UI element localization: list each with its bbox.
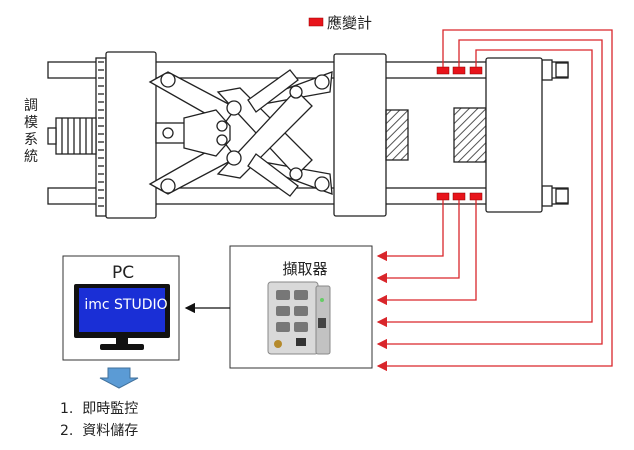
output-arrow-icon	[99, 367, 139, 389]
daq-device-image	[267, 281, 331, 355]
toggle-linkage	[148, 69, 333, 197]
daq-title: 擷取器	[282, 260, 328, 278]
monitor-icon	[74, 284, 170, 350]
strain-gauge	[436, 192, 450, 201]
moving-platen	[333, 53, 387, 217]
strain-gauge	[452, 192, 466, 201]
outcome-number: 1.	[60, 401, 74, 417]
outcome-text: 即時監控	[82, 401, 139, 417]
strain-gauge	[452, 66, 466, 75]
software-name: imc STUDIO	[84, 297, 168, 313]
legend-swatch	[308, 17, 324, 27]
injection-machine	[47, 51, 569, 219]
fixed-platen	[485, 57, 543, 213]
outcome-item-2: 2. 資料儲存	[60, 420, 138, 440]
mold-adjust-label: 調模系統	[24, 98, 38, 165]
strain-gauges	[436, 66, 483, 201]
mold-adjust-gear	[47, 117, 97, 155]
outcome-number: 2.	[60, 423, 74, 439]
strain-gauge	[436, 66, 450, 75]
outcome-item-1: 1. 即時監控	[60, 398, 138, 418]
rear-platen	[105, 51, 157, 219]
mold-left	[385, 109, 409, 161]
outcome-text: 資料儲存	[82, 423, 139, 439]
pc-title: PC	[111, 263, 135, 283]
mold-right	[453, 107, 487, 163]
gauge-wiring	[376, 29, 613, 372]
strain-gauge	[469, 66, 483, 75]
threaded-section-left	[95, 57, 107, 217]
strain-gauge	[469, 192, 483, 201]
legend-label: 應變計	[327, 14, 373, 32]
